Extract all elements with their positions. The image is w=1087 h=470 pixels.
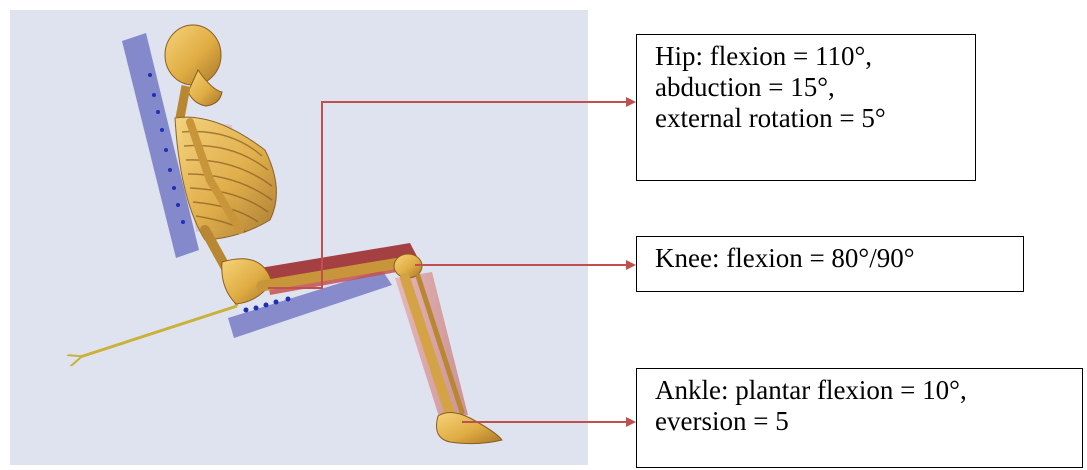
- scene-background: [10, 10, 588, 465]
- hip-callout-line-2: abduction = 15°,: [655, 72, 965, 103]
- hip-callout: Hip: flexion = 110°, abduction = 15°, ex…: [636, 34, 976, 181]
- hip-callout-line-3: external rotation = 5°: [655, 103, 965, 134]
- ankle-callout: Ankle: plantar flexion = 10°, eversion =…: [636, 368, 1083, 468]
- ankle-callout-line-1: Ankle: plantar flexion = 10°,: [655, 375, 1072, 406]
- knee-callout: Knee: flexion = 80°/90°: [636, 236, 1024, 292]
- hip-callout-line-1: Hip: flexion = 110°,: [655, 41, 965, 72]
- ankle-callout-line-2: eversion = 5: [655, 406, 1072, 437]
- knee-callout-line-1: Knee: flexion = 80°/90°: [655, 243, 1013, 274]
